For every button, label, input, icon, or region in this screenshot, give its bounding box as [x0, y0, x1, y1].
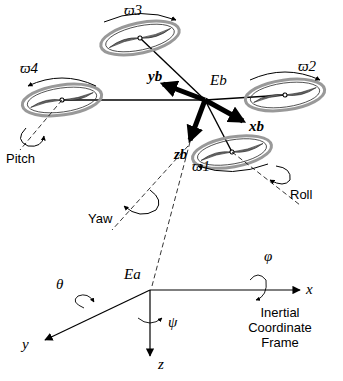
rotor-speed: ϖ1 [192, 158, 210, 175]
axis-label: x [306, 281, 313, 298]
rotor-speed: ϖ2 [298, 58, 316, 75]
angle-label: θ [56, 276, 63, 293]
axis-label: y [22, 336, 29, 353]
rotor-speed: ϖ3 [124, 2, 142, 19]
rotation-name: Yaw [88, 212, 112, 227]
rotation-name: Roll [290, 188, 312, 203]
frame-origin: Ea [124, 266, 141, 283]
dashed-axis [20, 100, 300, 286]
body-axis-label: xb [249, 118, 264, 135]
body-axis-label: zb [174, 146, 187, 163]
body-axis-label: yb [148, 68, 162, 85]
axis-label: z [158, 356, 164, 373]
rotation-name: Pitch [6, 152, 35, 167]
frame-origin: Eb [210, 72, 227, 89]
angle-label: ψ [168, 314, 177, 331]
rotor [20, 15, 326, 174]
angle-label: φ [264, 248, 272, 265]
rotation-arrow [20, 128, 290, 214]
spin-arrow [28, 13, 320, 171]
frame-caption: Inertial Coordinate Frame [232, 306, 328, 351]
body-axis [163, 84, 243, 140]
rotor-speed: ϖ4 [20, 60, 38, 77]
